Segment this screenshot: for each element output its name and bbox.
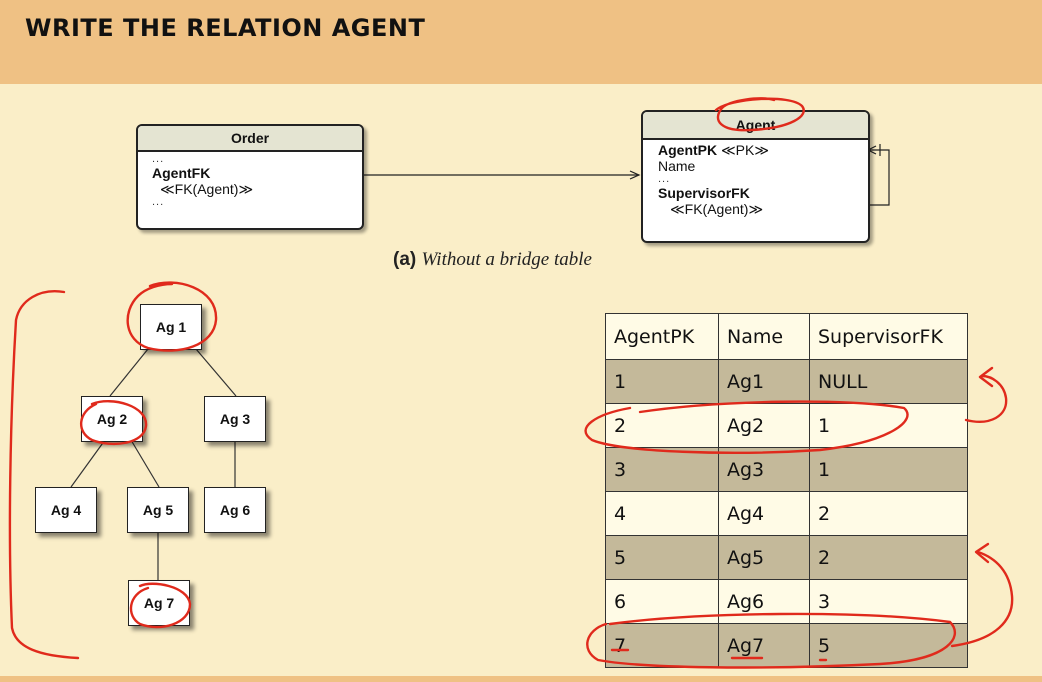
agent-entity-title: Agent — [643, 112, 868, 140]
ink-bracket-left — [8, 290, 80, 660]
order-attr-ellipsis: ... — [152, 153, 165, 165]
cell-supervisorfk: 5 — [809, 623, 968, 668]
table-row: 5 Ag5 2 — [605, 535, 968, 580]
order-fk-stereotype: ≪FK(Agent)≫ — [160, 181, 254, 197]
table-row: 1 Ag1 NULL — [605, 359, 968, 404]
tree-node-ag3: Ag 3 — [204, 396, 266, 442]
agent-attr-ellipsis: ... — [658, 173, 671, 185]
agent-name-attr: Name — [658, 158, 696, 174]
caption-label: (a) — [393, 249, 417, 270]
cell-supervisorfk: 2 — [809, 491, 968, 536]
cell-name: Ag7 — [718, 623, 810, 668]
table-row: 7 Ag7 5 — [605, 623, 968, 668]
cell-agentpk: 5 — [605, 535, 719, 580]
cell-agentpk: 3 — [605, 447, 719, 492]
cell-agentpk: 6 — [605, 579, 719, 624]
column-header-agentpk: AgentPK — [605, 313, 719, 360]
order-attr-ellipsis-end: ... — [152, 196, 165, 208]
agent-relation-table: AgentPK Name SupervisorFK 1 Ag1 NULL 2 A… — [605, 313, 968, 668]
cell-name: Ag3 — [718, 447, 810, 492]
order-entity-title: Order — [138, 126, 362, 152]
cell-name: Ag1 — [718, 359, 810, 404]
cell-supervisorfk: 3 — [809, 579, 968, 624]
slide-header: WRITE THE RELATION AGENT — [0, 0, 1042, 84]
cell-name: Ag4 — [718, 491, 810, 536]
agent-supervisor-fk-name: SupervisorFK — [658, 185, 750, 201]
column-header-name: Name — [718, 313, 810, 360]
table-row: 3 Ag3 1 — [605, 447, 968, 492]
table-row: 4 Ag4 2 — [605, 491, 968, 536]
cell-agentpk: 7 — [605, 623, 719, 668]
agent-supervisor-fk-stereotype: ≪FK(Agent)≫ — [670, 201, 764, 217]
cell-name: Ag2 — [718, 403, 810, 448]
cell-agentpk: 2 — [605, 403, 719, 448]
cell-name: Ag6 — [718, 579, 810, 624]
ink-arrowhead-row5 — [974, 542, 990, 564]
tree-node-ag7: Ag 7 — [128, 580, 190, 626]
order-entity: Order ... AgentFK ≪FK(Agent)≫ ... — [136, 124, 364, 230]
cell-agentpk: 4 — [605, 491, 719, 536]
cell-supervisorfk: 1 — [809, 403, 968, 448]
order-fk-name: AgentFK — [152, 165, 211, 181]
cell-supervisorfk: 2 — [809, 535, 968, 580]
cell-supervisorfk: 1 — [809, 447, 968, 492]
tree-node-ag2: Ag 2 — [81, 396, 143, 442]
cell-name: Ag5 — [718, 535, 810, 580]
table-header-row: AgentPK Name SupervisorFK — [605, 313, 968, 360]
slide-title: WRITE THE RELATION AGENT — [25, 14, 426, 42]
ink-arrow-row2-to-row1 — [964, 374, 1008, 423]
ink-arrowhead-row1 — [978, 366, 994, 388]
agent-pk-name: AgentPK — [658, 142, 718, 158]
cell-supervisorfk: NULL — [809, 359, 968, 404]
agent-pk-stereotype: ≪PK≫ — [721, 142, 770, 158]
figure-caption: (a) Without a bridge table — [393, 249, 592, 271]
tree-node-ag1: Ag 1 — [140, 304, 202, 350]
cell-agentpk: 1 — [605, 359, 719, 404]
tree-node-ag5: Ag 5 — [127, 487, 189, 533]
agent-entity: Agent AgentPK ≪PK≫ Name ... SupervisorFK… — [641, 110, 870, 243]
tree-node-ag4: Ag 4 — [35, 487, 97, 533]
table-row: 6 Ag6 3 — [605, 579, 968, 624]
bottom-band — [0, 676, 1042, 682]
tree-node-ag6: Ag 6 — [204, 487, 266, 533]
column-header-supervisorfk: SupervisorFK — [809, 313, 968, 360]
table-row: 2 Ag2 1 — [605, 403, 968, 448]
caption-text: Without a bridge table — [421, 249, 592, 270]
